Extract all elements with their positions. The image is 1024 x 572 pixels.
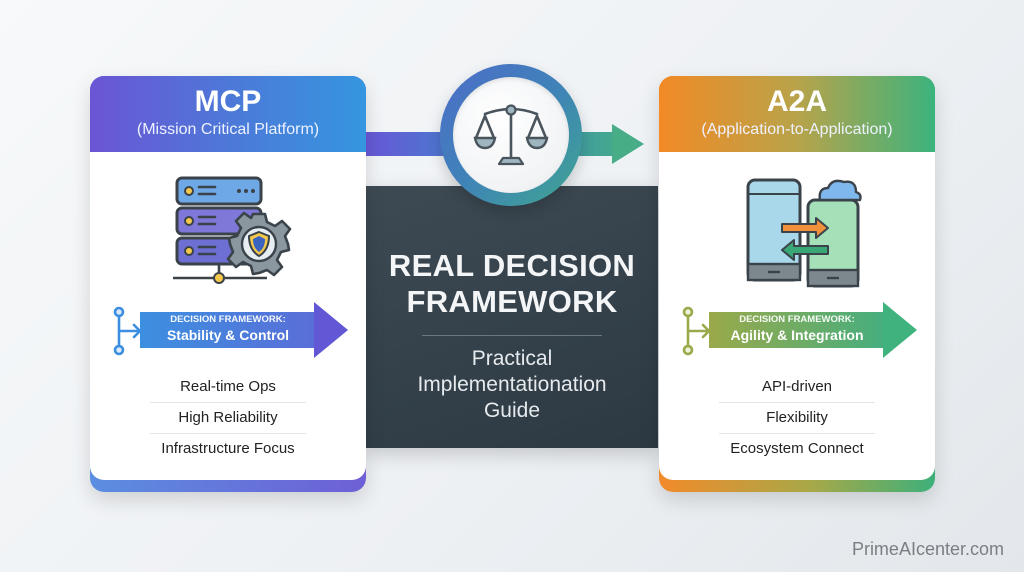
a2a-subtitle: (Application-to-Application) bbox=[701, 121, 893, 138]
center-panel: REAL DECISION FRAMEWORK Practical Implem… bbox=[366, 186, 658, 448]
balance-scale-icon bbox=[473, 104, 549, 166]
watermark: PrimeAIcenter.com bbox=[851, 539, 1004, 559]
a2a-card: A2A (Application-to-Application) bbox=[659, 76, 935, 492]
list-item: API-driven bbox=[761, 378, 833, 395]
mcp-feature-list: Real-time Ops High Reliability Infrastru… bbox=[150, 372, 306, 464]
center-title: REAL DECISION FRAMEWORK bbox=[366, 248, 658, 320]
center-title-line1: REAL DECISION bbox=[388, 248, 636, 283]
center-subtitle-line2: Implementationation bbox=[417, 373, 607, 396]
a2a-card-header: A2A (Application-to-Application) bbox=[659, 76, 935, 152]
scale-medallion bbox=[440, 64, 582, 206]
mcp-banner-label: Stability & Control bbox=[166, 327, 290, 343]
mcp-card: MCP (Mission Critical Platform) bbox=[90, 76, 366, 492]
center-subtitle: Practical Implementationation Guide bbox=[366, 346, 658, 424]
center-divider bbox=[422, 335, 602, 336]
mcp-card-header: MCP (Mission Critical Platform) bbox=[90, 76, 366, 152]
a2a-banner-label: Agility & Integration bbox=[730, 327, 864, 343]
a2a-title: A2A bbox=[766, 85, 827, 118]
center-subtitle-line3: Guide bbox=[483, 399, 541, 422]
phones-exchange-cloud-icon bbox=[746, 178, 862, 288]
center-title-line2: FRAMEWORK bbox=[406, 284, 618, 319]
mcp-title: MCP bbox=[194, 85, 262, 118]
server-stack-gear-shield-icon bbox=[173, 176, 292, 284]
mcp-decision-banner: DECISION FRAMEWORK: Stability & Control bbox=[112, 302, 352, 358]
list-item: Ecosystem Connect bbox=[719, 433, 875, 464]
connector-arrow-icon bbox=[612, 124, 644, 164]
mcp-banner-kicker: DECISION FRAMEWORK: bbox=[170, 314, 286, 325]
a2a-banner-kicker: DECISION FRAMEWORK: bbox=[739, 314, 855, 325]
a2a-feature-list: API-driven Flexibility Ecosystem Connect bbox=[719, 372, 875, 464]
mcp-subtitle: (Mission Critical Platform) bbox=[136, 121, 320, 138]
list-item: Flexibility bbox=[719, 402, 875, 433]
list-item: Infrastructure Focus bbox=[150, 433, 306, 464]
list-item: Real-time Ops bbox=[180, 378, 276, 395]
list-item: High Reliability bbox=[150, 402, 306, 433]
center-subtitle-line1: Practical bbox=[471, 347, 553, 370]
a2a-decision-banner: DECISION FRAMEWORK: Agility & Integratio… bbox=[681, 302, 921, 358]
